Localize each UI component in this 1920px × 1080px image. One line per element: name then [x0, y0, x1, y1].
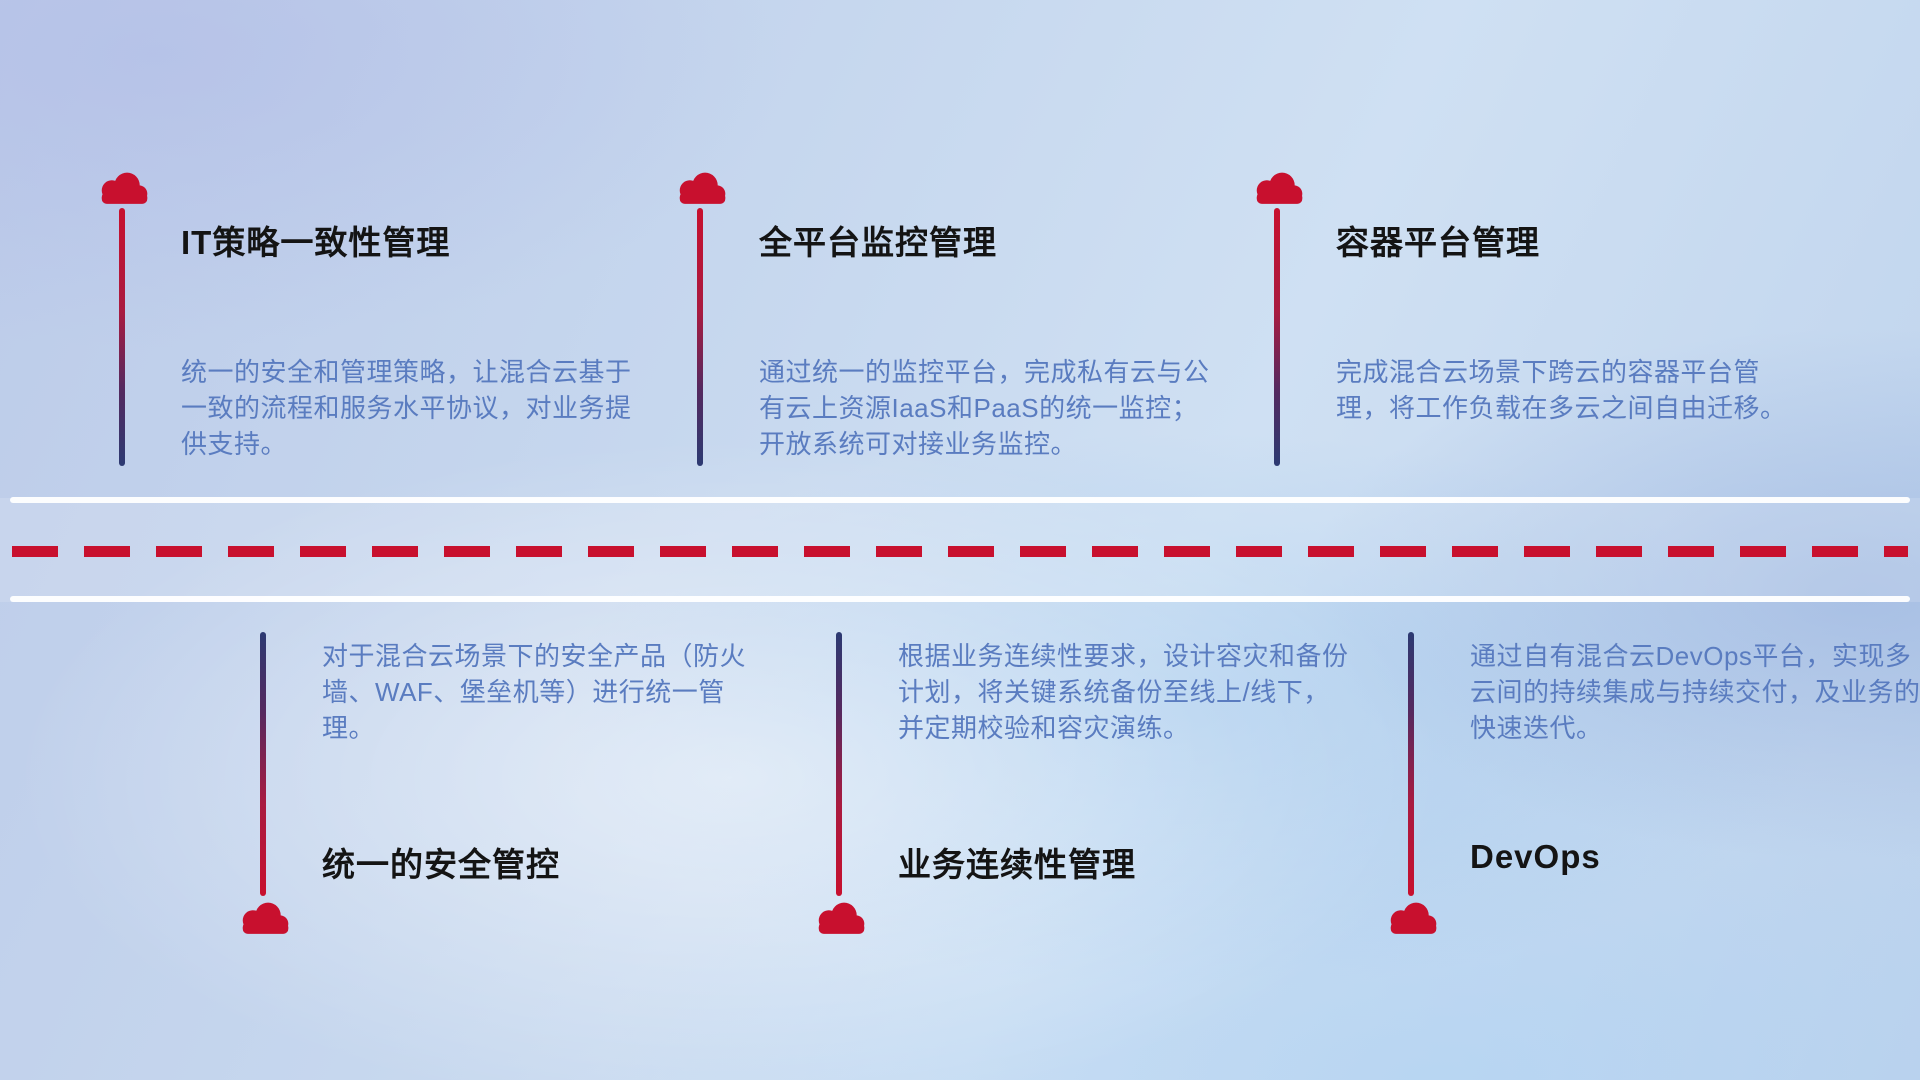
item-description: 统一的安全和管理策略，让混合云基于一致的流程和服务水平协议，对业务提供支持。 [181, 357, 632, 459]
timeline-connector [1408, 632, 1414, 896]
timeline-connector [260, 632, 266, 896]
road-edge-bottom [10, 596, 1910, 602]
cloud-icon [95, 168, 149, 206]
item-platform-monitoring: 全平台监控管理 通过统一的监控平台，完成私有云与公有云上资源IaaS和PaaS的… [673, 168, 1233, 478]
timeline-connector [836, 632, 842, 896]
timeline-connector [1274, 208, 1280, 466]
timeline-connector [119, 208, 125, 466]
cloud-icon [236, 898, 290, 936]
item-title: 全平台监控管理 [759, 224, 997, 261]
item-title: 统一的安全管控 [322, 846, 560, 883]
item-description: 通过统一的监控平台，完成私有云与公有云上资源IaaS和PaaS的统一监控；开放系… [759, 357, 1210, 459]
cloud-icon [673, 168, 727, 206]
item-description: 对于混合云场景下的安全产品（防火墙、WAF、堡垒机等）进行统一管理。 [322, 641, 747, 743]
item-description: 通过自有混合云DevOps平台，实现多云间的持续集成与持续交付，及业务的快速迭代… [1470, 641, 1920, 743]
item-title: 业务连续性管理 [898, 846, 1136, 883]
item-container-platform: 容器平台管理 完成混合云场景下跨云的容器平台管理，将工作负载在多云之间自由迁移。 [1250, 168, 1810, 478]
road-center-dashed-line [12, 546, 1908, 557]
item-unified-security: 对于混合云场景下的安全产品（防火墙、WAF、堡垒机等）进行统一管理。 统一的安全… [236, 630, 796, 960]
timeline-connector [697, 208, 703, 466]
road-edge-top [10, 497, 1910, 503]
item-title: DevOps [1470, 838, 1601, 875]
cloud-icon [1384, 898, 1438, 936]
item-title: 容器平台管理 [1336, 224, 1540, 261]
item-devops: 通过自有混合云DevOps平台，实现多云间的持续集成与持续交付，及业务的快速迭代… [1384, 630, 1920, 960]
cloud-icon [812, 898, 866, 936]
cloud-icon [1250, 168, 1304, 206]
item-business-continuity: 根据业务连续性要求，设计容灾和备份计划，将关键系统备份至线上/线下，并定期校验和… [812, 630, 1372, 960]
item-it-policy-management: IT策略一致性管理 统一的安全和管理策略，让混合云基于一致的流程和服务水平协议，… [95, 168, 655, 478]
item-description: 根据业务连续性要求，设计容灾和备份计划，将关键系统备份至线上/线下，并定期校验和… [898, 641, 1349, 743]
item-title: IT策略一致性管理 [181, 224, 451, 261]
item-description: 完成混合云场景下跨云的容器平台管理，将工作负载在多云之间自由迁移。 [1336, 357, 1787, 423]
